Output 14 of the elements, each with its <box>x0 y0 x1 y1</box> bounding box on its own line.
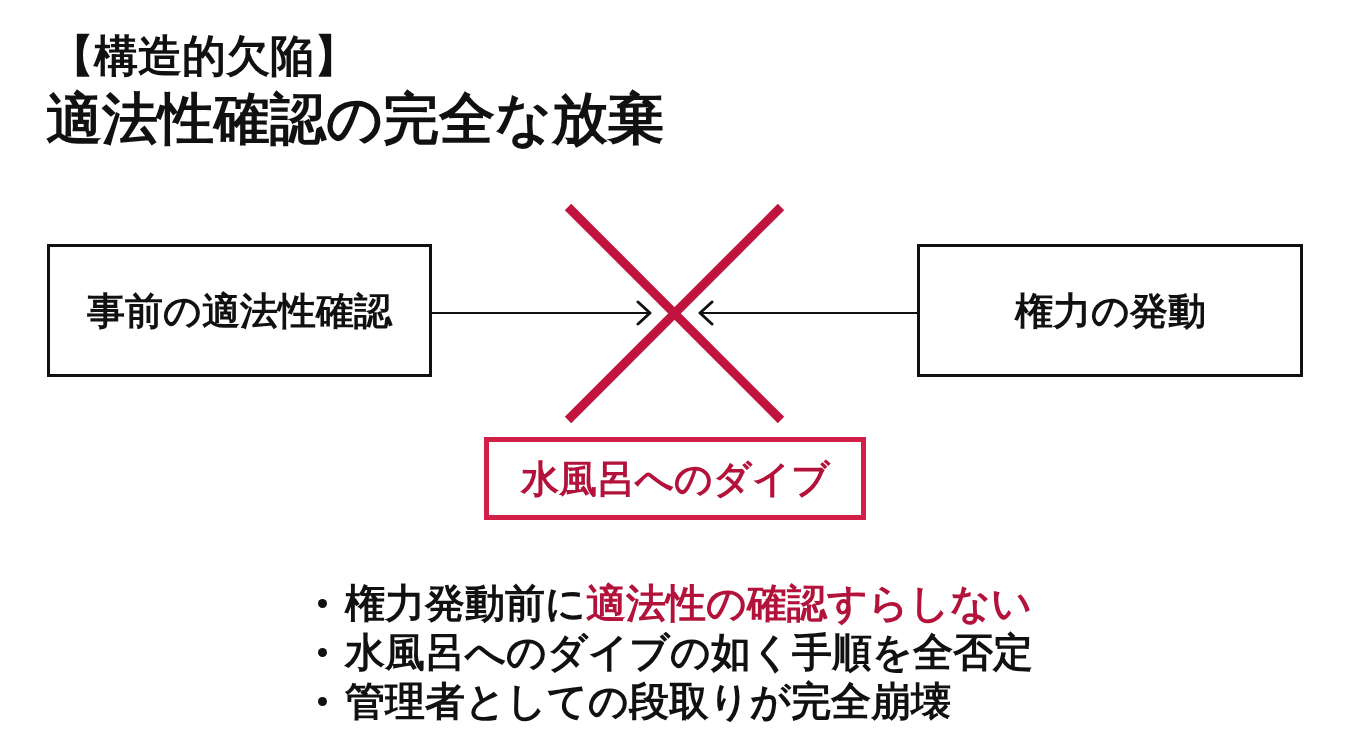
process-box <box>917 244 1303 377</box>
process-box <box>47 244 432 377</box>
bullet-text: 管理者としての段取りが完全崩壊 <box>345 677 951 725</box>
bullet-text: 権力発動前に適法性の確認すらしない <box>345 579 1032 627</box>
slide-title: 適法性確認の完全な放棄 <box>46 89 664 149</box>
cross-mark <box>564 203 785 424</box>
highlight-label: 水風呂へのダイブ <box>520 455 830 502</box>
arrow <box>698 300 918 326</box>
box-label: 事前の適法性確認 <box>87 287 392 334</box>
arrow <box>431 300 652 326</box>
category-heading: 【構造的欠陥】 <box>50 32 358 80</box>
box-label: 権力の発動 <box>1014 287 1206 334</box>
highlight-box <box>484 437 866 520</box>
bullet-text: 水風呂へのダイブの如く手順を全否定 <box>345 628 1033 676</box>
